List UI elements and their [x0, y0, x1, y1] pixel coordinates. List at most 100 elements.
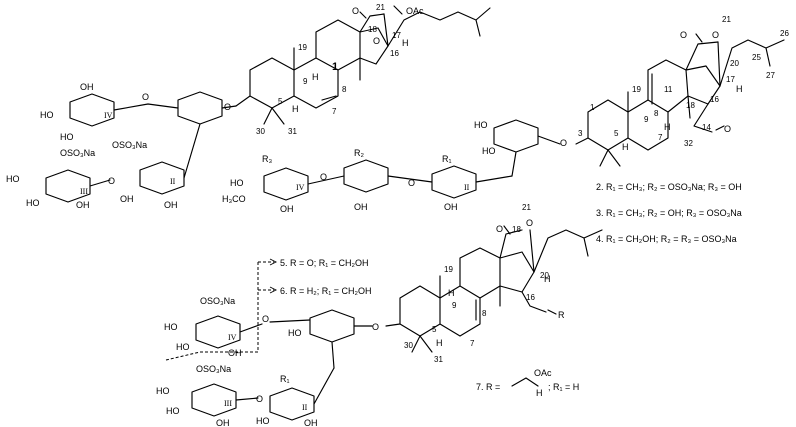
atom-16b: 16 — [710, 95, 719, 104]
h8b-label: H — [664, 122, 671, 132]
sugar-ii-label-1: II — [170, 177, 176, 186]
sugar-iv-label-3: IV — [228, 333, 237, 342]
atom-16c: 16 — [526, 293, 535, 302]
compound-7-prefix: 7. R = — [476, 382, 500, 392]
lactone-o-c: O — [496, 224, 503, 234]
atom-8-label: 8 — [342, 85, 347, 94]
compound-6-desc: 6. R = H₂; R₁ = CH₂OH — [280, 286, 372, 296]
atom-9b: 9 — [644, 115, 649, 124]
h5-label: H — [292, 104, 299, 114]
structure-1-aglycone: 19 9 5 8 7 30 31 16 17 18 21 O OAc O H H… — [235, 3, 491, 136]
compound-1-number: 1 — [332, 61, 338, 73]
atom-16-label: 16 — [390, 49, 399, 58]
atom-31-label: 31 — [288, 127, 297, 136]
atom-17-label: 17 — [392, 31, 401, 40]
ring-o-c: O — [526, 218, 533, 228]
r1-label-c: R₁ — [280, 374, 290, 384]
atom-5c: 5 — [432, 325, 437, 334]
atom-9c: 9 — [452, 301, 457, 310]
atom-31c: 31 — [434, 355, 443, 364]
h9-label: H — [312, 72, 319, 82]
atom-21b: 21 — [722, 15, 731, 24]
atom-14b: 14 — [702, 123, 711, 132]
glc4-ho-label: HO — [40, 110, 54, 120]
atom-30c: 30 — [404, 341, 413, 350]
link-o-2: O — [108, 176, 115, 186]
atom-8b: 8 — [654, 109, 659, 118]
atom-30-label: 30 — [256, 127, 265, 136]
atom-5b: 5 — [614, 129, 619, 138]
atom-26b: 26 — [780, 29, 789, 38]
r1-sugar-oh: OH — [444, 202, 458, 212]
glc3c-ho: HO — [156, 386, 170, 396]
compound-4-desc: 4. R₁ = CH₂OH; R₂ = R₃ = OSO₃Na — [596, 234, 737, 244]
compound-5-desc: 5. R = O; R₁ = CH₂OH — [280, 258, 369, 268]
atom-7c: 7 — [470, 339, 475, 348]
glc2-oh2-label: OH — [164, 200, 178, 210]
h5b-label: H — [622, 142, 629, 152]
r1-label: R₁ — [442, 154, 452, 164]
compound-7-h: H — [536, 388, 543, 398]
compound-7-desc: 7. R = OAc H ; R₁ = H — [476, 368, 579, 398]
atom-1b: 1 — [590, 103, 595, 112]
xyl-c-o: O — [372, 322, 379, 332]
atom-32b: 32 — [684, 139, 693, 148]
atom-17b: 17 — [726, 75, 735, 84]
lactone-o-b: O — [680, 30, 687, 40]
r1c-ho: HO — [256, 416, 270, 426]
r2-label: R₂ — [354, 148, 364, 158]
link-o-3: O — [408, 178, 415, 188]
oac-label: OAc — [406, 6, 424, 16]
link-o-5: O — [262, 314, 269, 324]
atom-18c: 18 — [512, 225, 521, 234]
structure-2-4-aglycone: 19 9 11 14 18 17 16 20 21 25 26 27 32 1 … — [575, 15, 789, 167]
glc4-oh-label: OH — [80, 82, 94, 92]
structure-5-7-aglycone: 19 9 8 5 7 18 21 20 16 30 31 O O H H H R — [385, 203, 603, 364]
atom-18b: 18 — [686, 101, 695, 110]
sugar-iii-label-1: III — [80, 187, 88, 196]
sugar-iii-label-3: III — [224, 399, 232, 408]
r2-sugar-oh: OH — [354, 202, 368, 212]
r3-sugar-h3co: H₃CO — [222, 194, 246, 204]
atom-3b: 3 — [578, 129, 583, 138]
glc3c-ho2: HO — [166, 406, 180, 416]
h5c-label: H — [436, 338, 443, 348]
atom-21c: 21 — [522, 203, 531, 212]
atom-19-label: 19 — [298, 43, 307, 52]
sugar-iv-label-2: IV — [296, 183, 305, 192]
glc4c-oh: OH — [228, 348, 242, 358]
atom-21-label: 21 — [376, 3, 385, 12]
atom-18-label: 18 — [368, 25, 377, 34]
r-label: R — [558, 310, 565, 320]
h17-label: H — [402, 38, 409, 48]
sugar-ii-label-2: II — [464, 183, 470, 192]
glc3-ho-label: HO — [6, 174, 20, 184]
glc3c-oh: OH — [216, 418, 230, 427]
xyl-c-ho: HO — [288, 328, 302, 338]
sugar-iv-label-1: IV — [104, 111, 113, 120]
glc3-oso3na-label: OSO₃Na — [60, 148, 95, 158]
atom-8c: 8 — [482, 309, 487, 318]
link-o-4: O — [320, 172, 327, 182]
atom-7-label: 7 — [332, 107, 337, 116]
glc3-oh-label: OH — [76, 200, 90, 210]
glc4c-ho2: HO — [176, 342, 190, 352]
atom-20b: 20 — [730, 59, 739, 68]
atom-11b: 11 — [664, 85, 673, 94]
atom-5-label: 5 — [278, 97, 283, 106]
r3-sugar-ho: HO — [230, 178, 244, 188]
atom-7b: 7 — [658, 133, 663, 142]
glc3c-oso3na: OSO₃Na — [196, 364, 231, 374]
h17c-label: H — [544, 274, 551, 284]
bridge-o-label: O — [373, 36, 380, 46]
sugar-ii-label-3: II — [302, 403, 308, 412]
atom-25b: 25 — [752, 53, 761, 62]
glc3-ho2-label: HO — [26, 198, 40, 208]
link-o-6: O — [256, 394, 263, 404]
r3-sugar-oh: OH — [280, 204, 294, 214]
carbonyl-o-label: O — [352, 6, 359, 16]
xyl-b-o: O — [560, 138, 567, 148]
atom-27b: 27 — [766, 71, 775, 80]
ketone-o-b: O — [724, 124, 731, 134]
